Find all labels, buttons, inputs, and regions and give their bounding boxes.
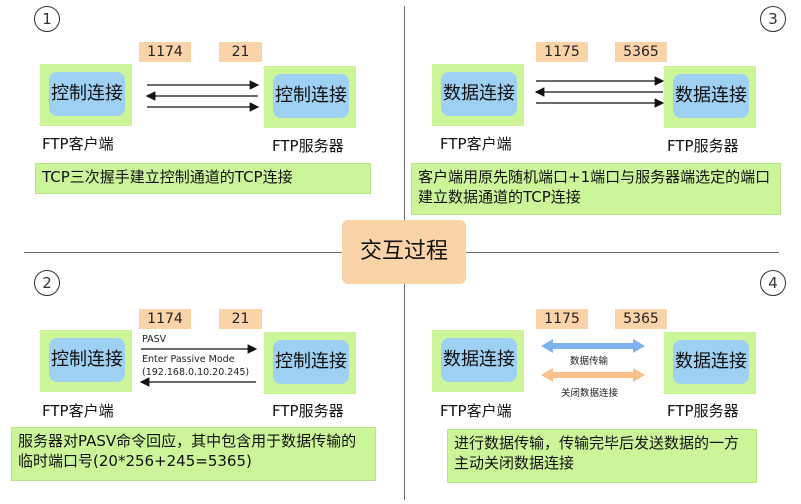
p1-server-port: 21: [219, 42, 262, 62]
panel-3-number: 3: [760, 6, 786, 32]
p4-server-port: 5365: [615, 309, 667, 329]
p2-reply-line-2: (192.168.0.10.20.245): [142, 367, 250, 378]
p1-client-port: 1174: [139, 42, 191, 62]
p3-server-node-label: 数据连接: [673, 74, 749, 118]
p4-client-node-label: 数据连接: [441, 338, 517, 382]
p3-client-node: 数据连接: [432, 64, 524, 126]
p4-server-label: FTP服务器: [667, 402, 739, 420]
p4-close-arrow: [541, 368, 645, 382]
p4-server-node: 数据连接: [664, 332, 756, 394]
p4-server-node-label: 数据连接: [673, 340, 749, 384]
p2-client-label: FTP客户端: [42, 402, 114, 420]
p4-close-label: 关闭数据连接: [561, 388, 619, 399]
p1-server-node: 控制连接: [264, 66, 356, 128]
p2-pasv-command: PASV: [142, 334, 167, 345]
panel-1-number: 1: [34, 6, 60, 32]
panel-2-number: 2: [34, 270, 60, 296]
p1-description: TCP三次握手建立控制通道的TCP连接: [35, 163, 371, 194]
p3-client-node-label: 数据连接: [441, 72, 517, 116]
p3-server-label: FTP服务器: [667, 137, 739, 155]
p3-description: 客户端用原先随机端口+1端口与服务器端选定的端口建立数据通道的TCP连接: [411, 163, 781, 215]
p3-client-label: FTP客户端: [440, 135, 512, 153]
p1-server-label: FTP服务器: [272, 137, 344, 155]
p4-transfer-label: 数据传输: [570, 356, 609, 367]
p2-description: 服务器对PASV命令回应，其中包含用于数据传输的临时端口号(20*256+245…: [11, 427, 376, 481]
center-title: 交互过程: [342, 220, 466, 284]
p1-client-label: FTP客户端: [42, 135, 114, 153]
p2-server-node-label: 控制连接: [273, 340, 349, 384]
p3-server-node: 数据连接: [664, 66, 756, 128]
p4-client-port: 1175: [536, 309, 588, 329]
p3-client-port: 1175: [536, 42, 588, 62]
p2-client-port: 1174: [139, 309, 191, 329]
panel-4-number: 4: [760, 270, 786, 296]
p2-server-label: FTP服务器: [272, 402, 344, 420]
p2-reply-line-1: Enter Passive Mode: [142, 354, 235, 365]
p4-transfer-arrow: [541, 339, 645, 353]
p4-description: 进行数据传输，传输完毕后发送数据的一方主动关闭数据连接: [447, 429, 757, 483]
p2-client-node-label: 控制连接: [49, 338, 125, 382]
p1-client-node: 控制连接: [40, 64, 132, 126]
p3-server-port: 5365: [615, 42, 667, 62]
p2-server-node: 控制连接: [264, 332, 356, 394]
p1-client-node-label: 控制连接: [49, 72, 125, 116]
p4-client-node: 数据连接: [432, 330, 524, 392]
p1-server-node-label: 控制连接: [273, 74, 349, 118]
p4-client-label: FTP客户端: [440, 402, 512, 420]
p2-client-node: 控制连接: [40, 330, 132, 392]
p2-server-port: 21: [219, 309, 262, 329]
